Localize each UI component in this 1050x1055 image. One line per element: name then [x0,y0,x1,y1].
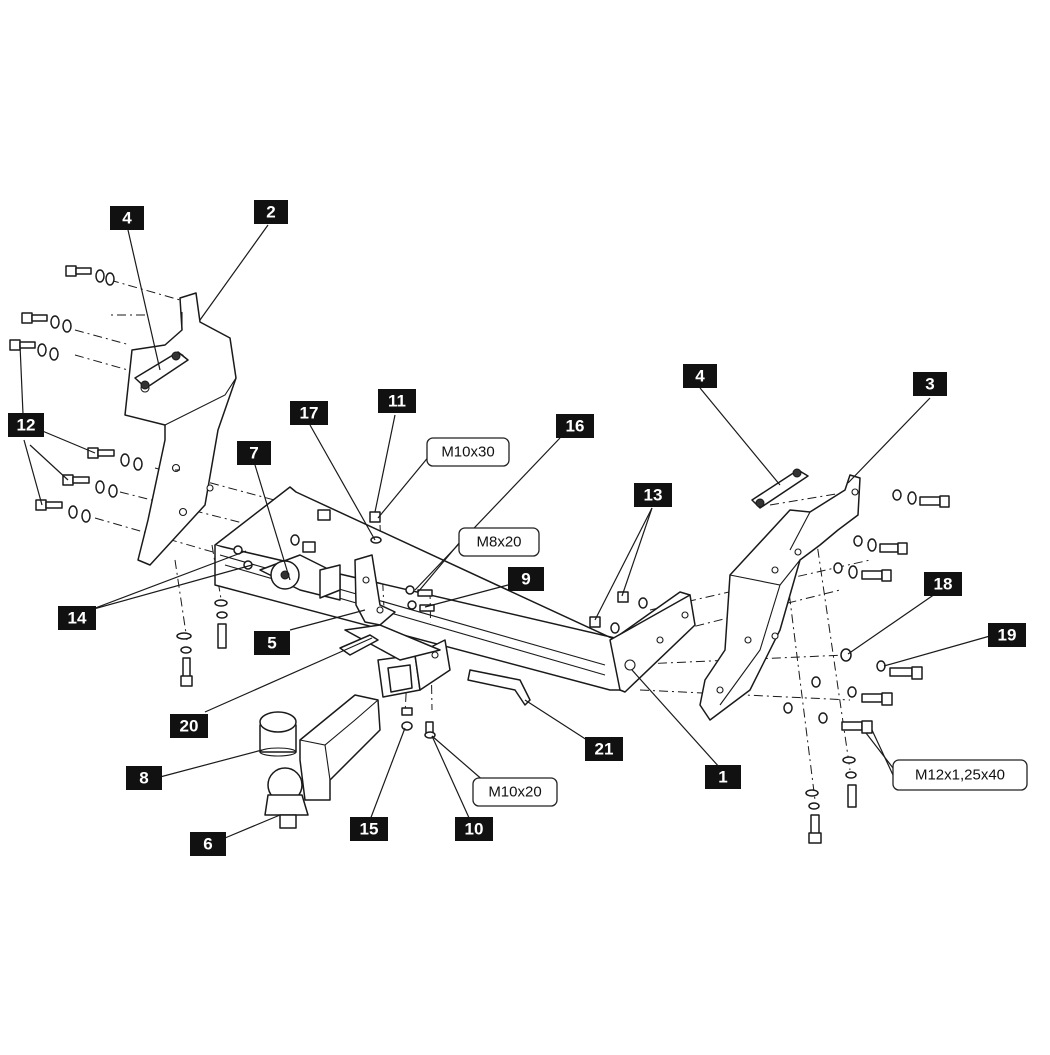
svg-text:M10x20: M10x20 [488,784,541,801]
svg-text:4: 4 [695,367,705,386]
callout-20: 20 [170,714,208,738]
svg-text:20: 20 [180,717,199,736]
svg-text:21: 21 [595,740,614,759]
callout-19: 19 [988,623,1026,647]
svg-text:2: 2 [266,203,275,222]
drawbar-fasteners [401,707,436,739]
right-bolts [783,489,950,844]
callout-3: 3 [913,372,947,396]
svg-text:3: 3 [925,375,934,394]
svg-text:14: 14 [68,609,87,628]
mid-bracket [354,554,396,626]
svg-text:1: 1 [718,768,727,787]
callout-15: 15 [350,817,388,841]
svg-text:16: 16 [566,417,585,436]
right-plate [751,468,809,509]
spec-m12x125x40: M12x1,25x40 [892,759,1028,791]
callout-8: 8 [126,766,162,790]
callout-1: 1 [705,765,741,789]
drawbar [299,694,381,801]
svg-text:15: 15 [360,820,379,839]
svg-text:5: 5 [267,634,276,653]
svg-text:M8x20: M8x20 [476,534,521,551]
svg-text:13: 13 [644,486,663,505]
callout-4-left: 4 [110,206,144,230]
hitch-pin [467,669,531,706]
svg-text:6: 6 [203,835,212,854]
svg-text:9: 9 [521,570,530,589]
receiver-tube [344,624,451,698]
callout-9: 9 [508,567,544,591]
crossbar-fasteners [233,509,648,639]
callout-11: 11 [378,389,416,413]
callout-13: 13 [634,483,672,507]
socket-bracket [259,554,341,601]
callout-7: 7 [237,441,271,465]
svg-text:M10x30: M10x30 [441,444,494,461]
svg-text:12: 12 [17,416,36,435]
callout-6: 6 [190,832,226,856]
spec-m10x20: M10x20 [472,777,558,807]
svg-text:7: 7 [249,444,258,463]
ball-cap [259,711,297,757]
callout-5: 5 [254,631,290,655]
callout-16: 16 [556,414,594,438]
svg-text:M12x1,25x40: M12x1,25x40 [915,767,1005,784]
svg-text:19: 19 [998,626,1017,645]
spec-m10x30: M10x30 [426,437,510,467]
callout-17: 17 [290,401,328,425]
callout-18: 18 [924,572,962,596]
spec-m8x20: M8x20 [458,527,540,557]
left-plate [134,351,189,390]
leader-lines [19,224,991,839]
callout-12: 12 [8,413,44,437]
svg-text:8: 8 [139,769,148,788]
svg-text:4: 4 [122,209,132,228]
callout-10: 10 [455,817,493,841]
svg-text:10: 10 [465,820,484,839]
right-bracket [699,474,861,721]
callout-4-right: 4 [683,364,717,388]
left-bracket [124,292,237,566]
svg-text:17: 17 [300,404,319,423]
callout-2: 2 [254,200,288,224]
svg-text:11: 11 [388,392,406,411]
svg-text:18: 18 [934,575,953,594]
pin-clip [339,634,379,656]
tow-ball [264,767,309,829]
callout-14: 14 [58,606,96,630]
callout-21: 21 [585,737,623,761]
